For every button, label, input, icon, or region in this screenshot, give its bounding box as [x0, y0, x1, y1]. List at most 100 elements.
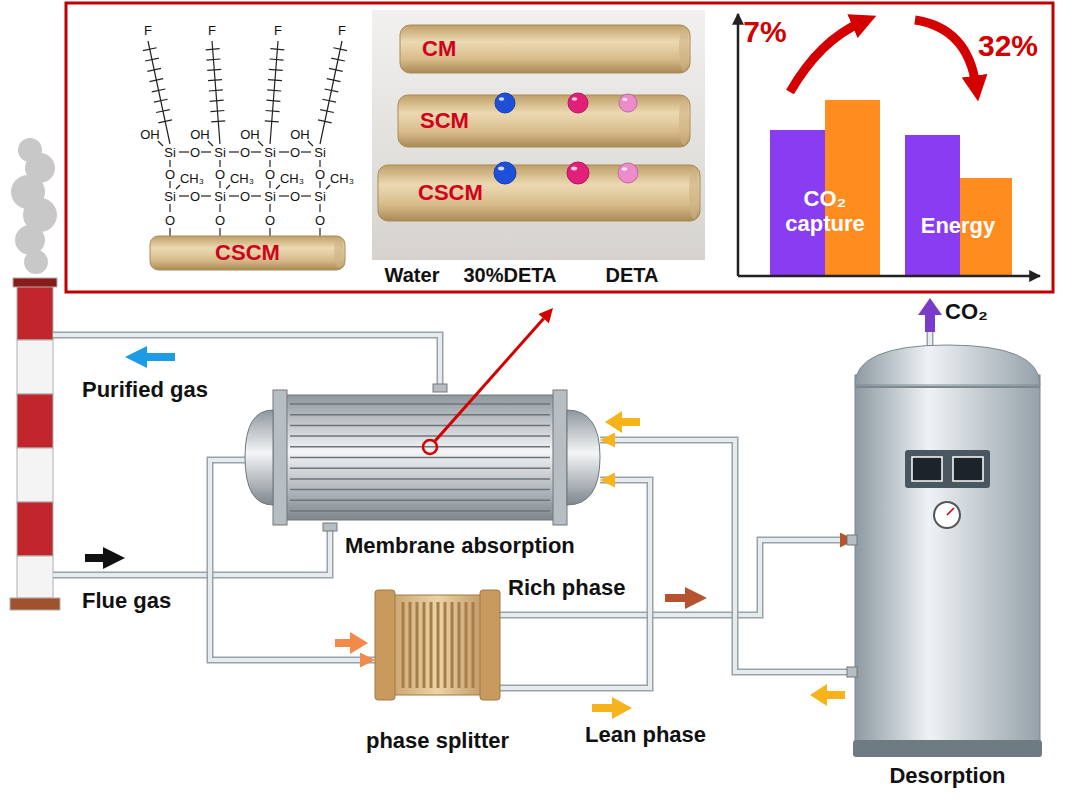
atom-label: CH₃ — [330, 171, 354, 186]
atom-label: Si — [164, 145, 176, 160]
phase-splitter-shape — [423, 602, 426, 688]
phase-splitter-shape — [402, 602, 405, 688]
substrate-tube-shape — [150, 236, 345, 270]
label-box: O — [290, 189, 300, 204]
desorption-tank: Desorption — [855, 345, 1040, 757]
atom-label: CH₃ — [280, 171, 304, 186]
membrane-module-shape — [290, 435, 550, 437]
membrane-tube-shape — [398, 95, 690, 147]
label-box: Si — [164, 189, 176, 204]
chemical-bond — [266, 110, 280, 111]
atom-label: F — [274, 23, 282, 38]
desorption-tank-shape — [847, 535, 857, 545]
membrane-tube: SCM — [398, 95, 690, 147]
membrane-tube-shape — [679, 27, 689, 71]
atom-label: Si — [214, 189, 226, 204]
phase-splitter-shape — [409, 602, 412, 688]
phase-splitter-shape — [416, 602, 419, 688]
flow-label: CO₂ — [945, 299, 988, 325]
atom-label: OH — [240, 127, 260, 142]
substrate-tube: CSCM — [150, 236, 345, 270]
unit-label: Membrane absorption — [345, 533, 575, 559]
liquid-droplet — [568, 93, 588, 113]
atom-label: O — [240, 145, 250, 160]
phase-splitter-shape — [444, 602, 447, 688]
chemical-bond — [319, 204, 320, 212]
chemical-bond — [269, 181, 270, 188]
atom-label: Si — [214, 145, 226, 160]
chemical-bond — [158, 120, 172, 123]
chemical-bond — [270, 49, 284, 50]
membrane-module-shape — [290, 425, 550, 427]
label-box: Si — [314, 145, 326, 160]
label-box: O — [265, 167, 275, 182]
label-box: O — [215, 167, 225, 182]
atom-label: Si — [264, 189, 276, 204]
label-box: DETA — [606, 263, 659, 287]
callout-pointer — [435, 319, 544, 442]
chimney-stack — [17, 556, 53, 598]
chemical-bond — [212, 41, 220, 144]
co2-outlet — [918, 298, 942, 332]
chemical-bond — [269, 160, 270, 167]
phase-splitter-shape — [375, 590, 500, 700]
chemical-bond — [208, 141, 213, 146]
desorption-tank-shape — [953, 457, 983, 481]
label-box: OH — [240, 127, 260, 142]
membrane-tube-shape — [378, 162, 700, 221]
chemical-bond — [219, 181, 220, 188]
desorption-tank-shape — [905, 450, 990, 488]
chemical-bond — [201, 151, 211, 152]
liquid-label: Water — [385, 263, 440, 287]
bar-chart — [738, 275, 1040, 278]
desorption-tank-shape — [947, 508, 954, 515]
chemical-bond — [279, 151, 289, 152]
desorption-tank-shape — [847, 667, 857, 677]
bar-chart — [915, 20, 976, 86]
atom-label: F — [208, 23, 216, 38]
membrane-module-shape — [245, 410, 273, 505]
membrane-module-shape — [290, 489, 550, 491]
flow-arrow — [810, 684, 845, 706]
atom-label: O — [265, 167, 275, 182]
desorption-tank-shape — [934, 502, 960, 528]
label-box: O — [215, 213, 225, 228]
membrane-tube-shape — [400, 25, 690, 73]
chemical-bond — [152, 89, 166, 92]
membrane-module-shape — [290, 414, 550, 416]
chemical-bond — [308, 141, 313, 146]
chemical-bond — [266, 100, 280, 101]
chemical-bond — [169, 228, 170, 236]
atom-label: OH — [190, 127, 210, 142]
label-box: CH₃ — [280, 171, 304, 186]
gas-pipe — [53, 531, 330, 575]
chemical-bond — [319, 228, 320, 236]
chemical-bond — [206, 49, 220, 50]
label-box: F — [144, 23, 152, 38]
chemical-bond — [269, 69, 283, 70]
phase-splitter: phase splitter — [375, 590, 500, 700]
atom-label: O — [265, 213, 275, 228]
chemical-bond — [179, 195, 189, 196]
flow-arrow — [125, 346, 175, 368]
chemical-bond — [169, 181, 170, 188]
chemical-bond — [147, 68, 161, 71]
atom-label: OH — [140, 127, 160, 142]
chemical-bond — [258, 141, 263, 146]
chemical-bond — [301, 195, 311, 196]
desorption-tank-shape — [855, 345, 1040, 385]
atom-label: CH₃ — [180, 171, 204, 186]
flow-arrow — [85, 547, 125, 569]
membrane-tube-shape — [398, 93, 690, 147]
chemical-bond — [318, 120, 332, 123]
membrane-module-shape — [290, 403, 550, 405]
flow-arrow — [665, 587, 707, 609]
chemical-bond — [209, 90, 223, 91]
sample-label: CSCM — [215, 240, 280, 266]
percent-label: 32% — [978, 29, 1038, 63]
label-box: CH₃ — [330, 171, 354, 186]
label-box: F — [338, 23, 346, 38]
liquid-label: 30%DETA — [464, 263, 557, 287]
chemical-bond — [210, 100, 224, 101]
